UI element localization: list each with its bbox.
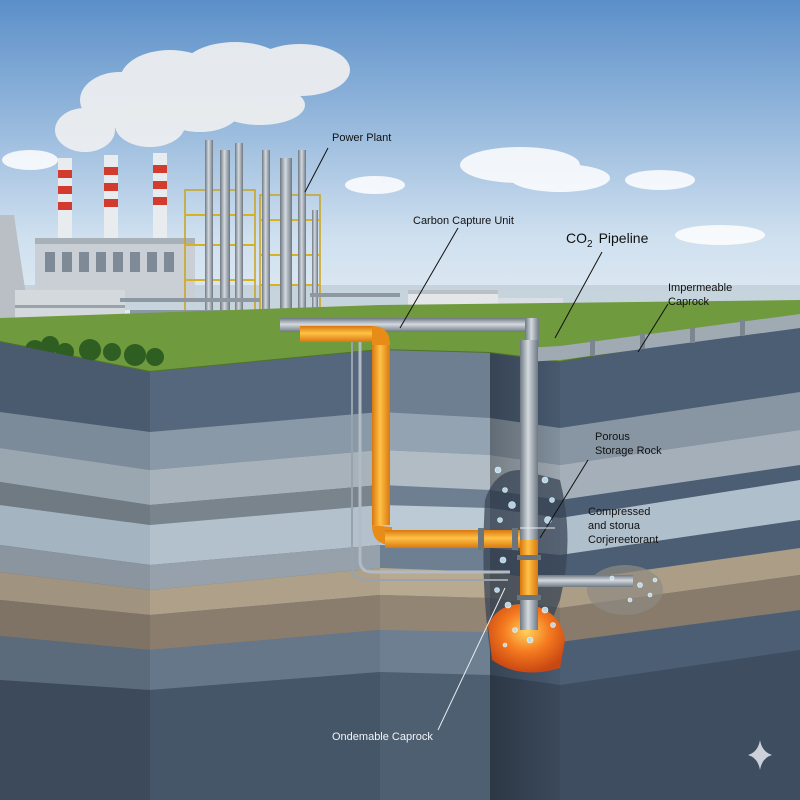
storage-reservoir [488,604,565,673]
label-co2-prefix: CO [566,230,587,246]
label-compressed-1: Compressed [588,506,650,518]
smokestacks [58,153,167,253]
pipelines [280,314,800,630]
label-compressed-3: Corjereetorant [588,534,658,546]
power-plant [0,140,400,342]
label-impermeable-caprock-1: Impermeable [668,282,732,294]
label-co2-pipeline: CO2 Pipeline [566,230,649,250]
label-porous-storage-2: Storage Rock [595,445,662,457]
label-co2-sub: 2 [587,239,593,250]
label-porous-storage-1: Porous [595,431,630,443]
leader-lines [304,147,669,731]
label-co2-word: Pipeline [599,230,649,246]
injection-chamber [587,565,663,615]
smoke [55,42,350,152]
label-carbon-capture-unit: Carbon Capture Unit [413,215,514,227]
label-impermeable-caprock-2: Caprock [668,296,709,308]
label-compressed-2: and storua [588,520,641,532]
labels: Power Plant Carbon Capture Unit CO2 Pipel… [332,132,732,743]
co2-bubbles [494,466,658,648]
rock-strata [0,322,800,800]
label-bottom-caprock: Ondemable Caprock [332,731,433,743]
capture-towers [184,140,321,321]
sparkle-icon [748,740,772,770]
label-power-plant: Power Plant [332,132,391,144]
clouds [2,147,765,245]
trees [25,336,164,366]
